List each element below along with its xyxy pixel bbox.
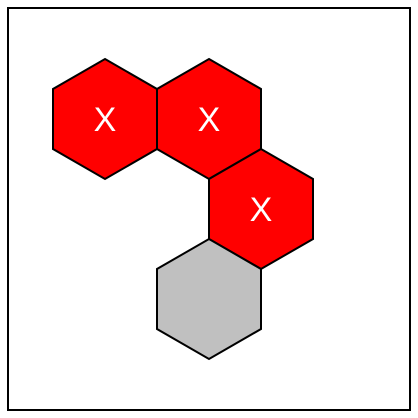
cell-mark-label: X [250, 191, 273, 229]
hex-cell-marked[interactable]: X [208, 147, 314, 271]
cell-mark-label: X [198, 101, 221, 139]
hex-cell-shape[interactable] [156, 237, 262, 361]
hex-cell-marked[interactable]: X [156, 57, 262, 181]
hex-cells: X X X [52, 57, 314, 361]
cell-mark-label: X [94, 101, 117, 139]
hex-cell-empty[interactable] [156, 237, 262, 361]
